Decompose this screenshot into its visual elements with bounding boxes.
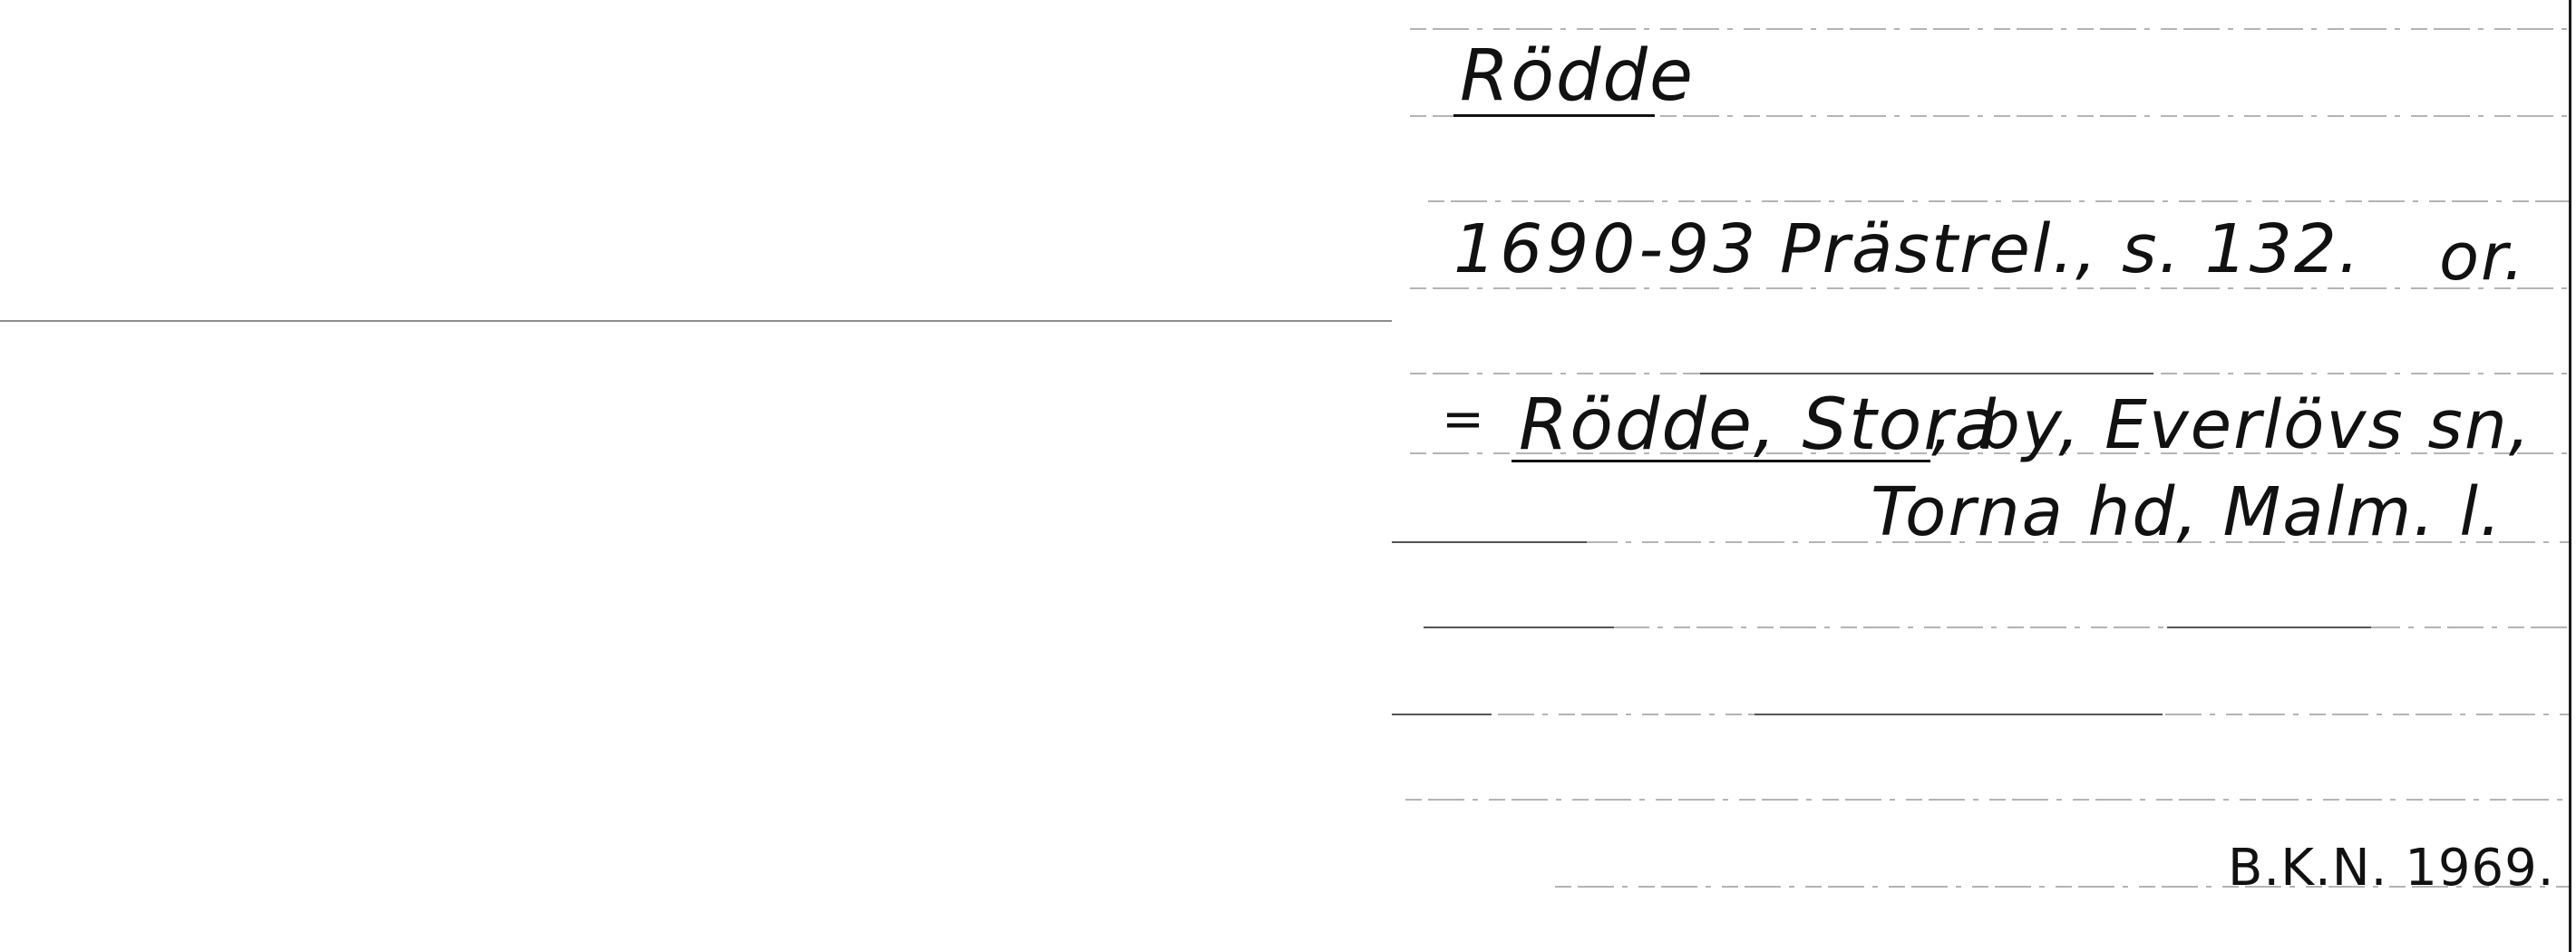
reference-source: Prästrel., s. 132. xyxy=(1780,210,2362,288)
card-title: Rödde xyxy=(1460,35,1695,117)
index-card: Rödde 1690-93 Prästrel., s. 132. or. = R… xyxy=(1392,0,2569,952)
signature: B.K.N. 1969. xyxy=(2228,839,2555,898)
title-underline xyxy=(1453,114,1655,117)
identification-name-underline xyxy=(1512,460,1930,462)
identification-details-line2: Torna hd, Malm. l. xyxy=(1871,473,2503,551)
identification-name: Rödde, Stora xyxy=(1519,384,2000,466)
reference-year: 1690-93 xyxy=(1453,210,1760,288)
ruled-lines xyxy=(1392,28,2569,888)
card-edge xyxy=(2569,0,2571,952)
identification-details: , by, Everlövs sn, xyxy=(1931,386,2532,464)
horizontal-divider xyxy=(0,320,1392,322)
identification-marker: = xyxy=(1442,390,1486,449)
reference-type: or. xyxy=(2439,219,2526,295)
